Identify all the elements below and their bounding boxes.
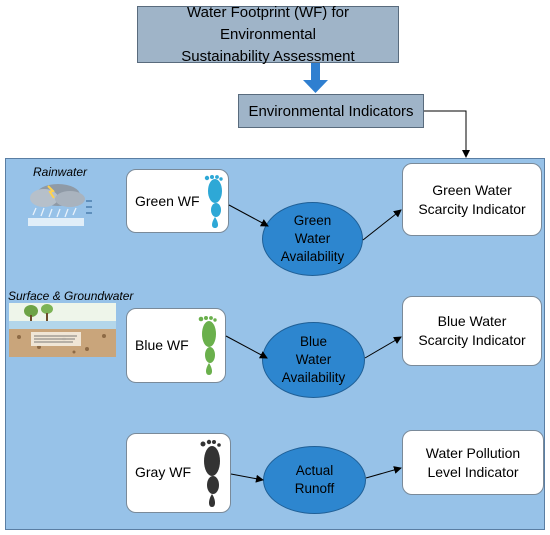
indicators-connector [424, 110, 470, 158]
green-availability-line-1: Green [293, 213, 332, 228]
water-pollution-level-indicator-box: Water Pollution Level Indicator [402, 430, 544, 495]
blue-availability-line-1: Blue [299, 334, 328, 349]
blue-availability-line-3: Availability [281, 370, 346, 385]
green-availability-line-3: Availability [280, 249, 345, 264]
green-water-scarcity-indicator-box: Green Water Scarcity Indicator [402, 163, 542, 236]
runoff-line-2: Runoff [294, 481, 335, 496]
blue-water-scarcity-indicator-box: Blue Water Scarcity Indicator [402, 296, 542, 366]
surface-groundwater-label: Surface & Groundwater [8, 289, 134, 303]
blue-indicator-line-2: Scarcity Indicator [418, 332, 526, 348]
environmental-indicators-label: Environmental Indicators [248, 102, 414, 120]
footprint-icon [200, 439, 221, 507]
title-line-1: Water Footprint (WF) for Environmental [187, 3, 349, 43]
title-line-2: Sustainability Assessment [181, 47, 355, 65]
blue-water-availability-ellipse: Blue Water Availability [262, 322, 365, 398]
blue-indicator-line-1: Blue Water [437, 313, 507, 329]
green-indicator-line-2: Scarcity Indicator [418, 200, 526, 217]
pollution-indicator-line-2: Level Indicator [427, 463, 519, 480]
footprint-icon [198, 316, 217, 375]
cloud-rain-icon [28, 184, 92, 226]
green-availability-line-2: Water [294, 231, 331, 246]
green-wf-box: Green WF [126, 169, 229, 233]
green-water-availability-ellipse: Green Water Availability [262, 202, 363, 276]
title-box: Water Footprint (WF) for Environmental S… [137, 4, 399, 65]
blue-wf-box: Blue WF [126, 308, 226, 383]
runoff-line-1: Actual [295, 463, 334, 478]
rainwater-label: Rainwater [33, 165, 88, 179]
gray-wf-box: Gray WF [126, 433, 231, 513]
soil-layers-icon [9, 303, 116, 357]
green-indicator-line-1: Green Water [432, 181, 512, 198]
down-arrow-icon [303, 63, 328, 93]
environmental-indicators-box: Environmental Indicators [238, 94, 424, 128]
gray-wf-label: Gray WF [135, 464, 191, 480]
green-wf-label: Green WF [135, 193, 200, 209]
footprint-icon [204, 175, 223, 228]
blue-availability-line-2: Water [295, 352, 332, 367]
actual-runoff-ellipse: Actual Runoff [263, 446, 366, 514]
blue-wf-label: Blue WF [135, 337, 189, 353]
pollution-indicator-line-1: Water Pollution [425, 444, 521, 461]
